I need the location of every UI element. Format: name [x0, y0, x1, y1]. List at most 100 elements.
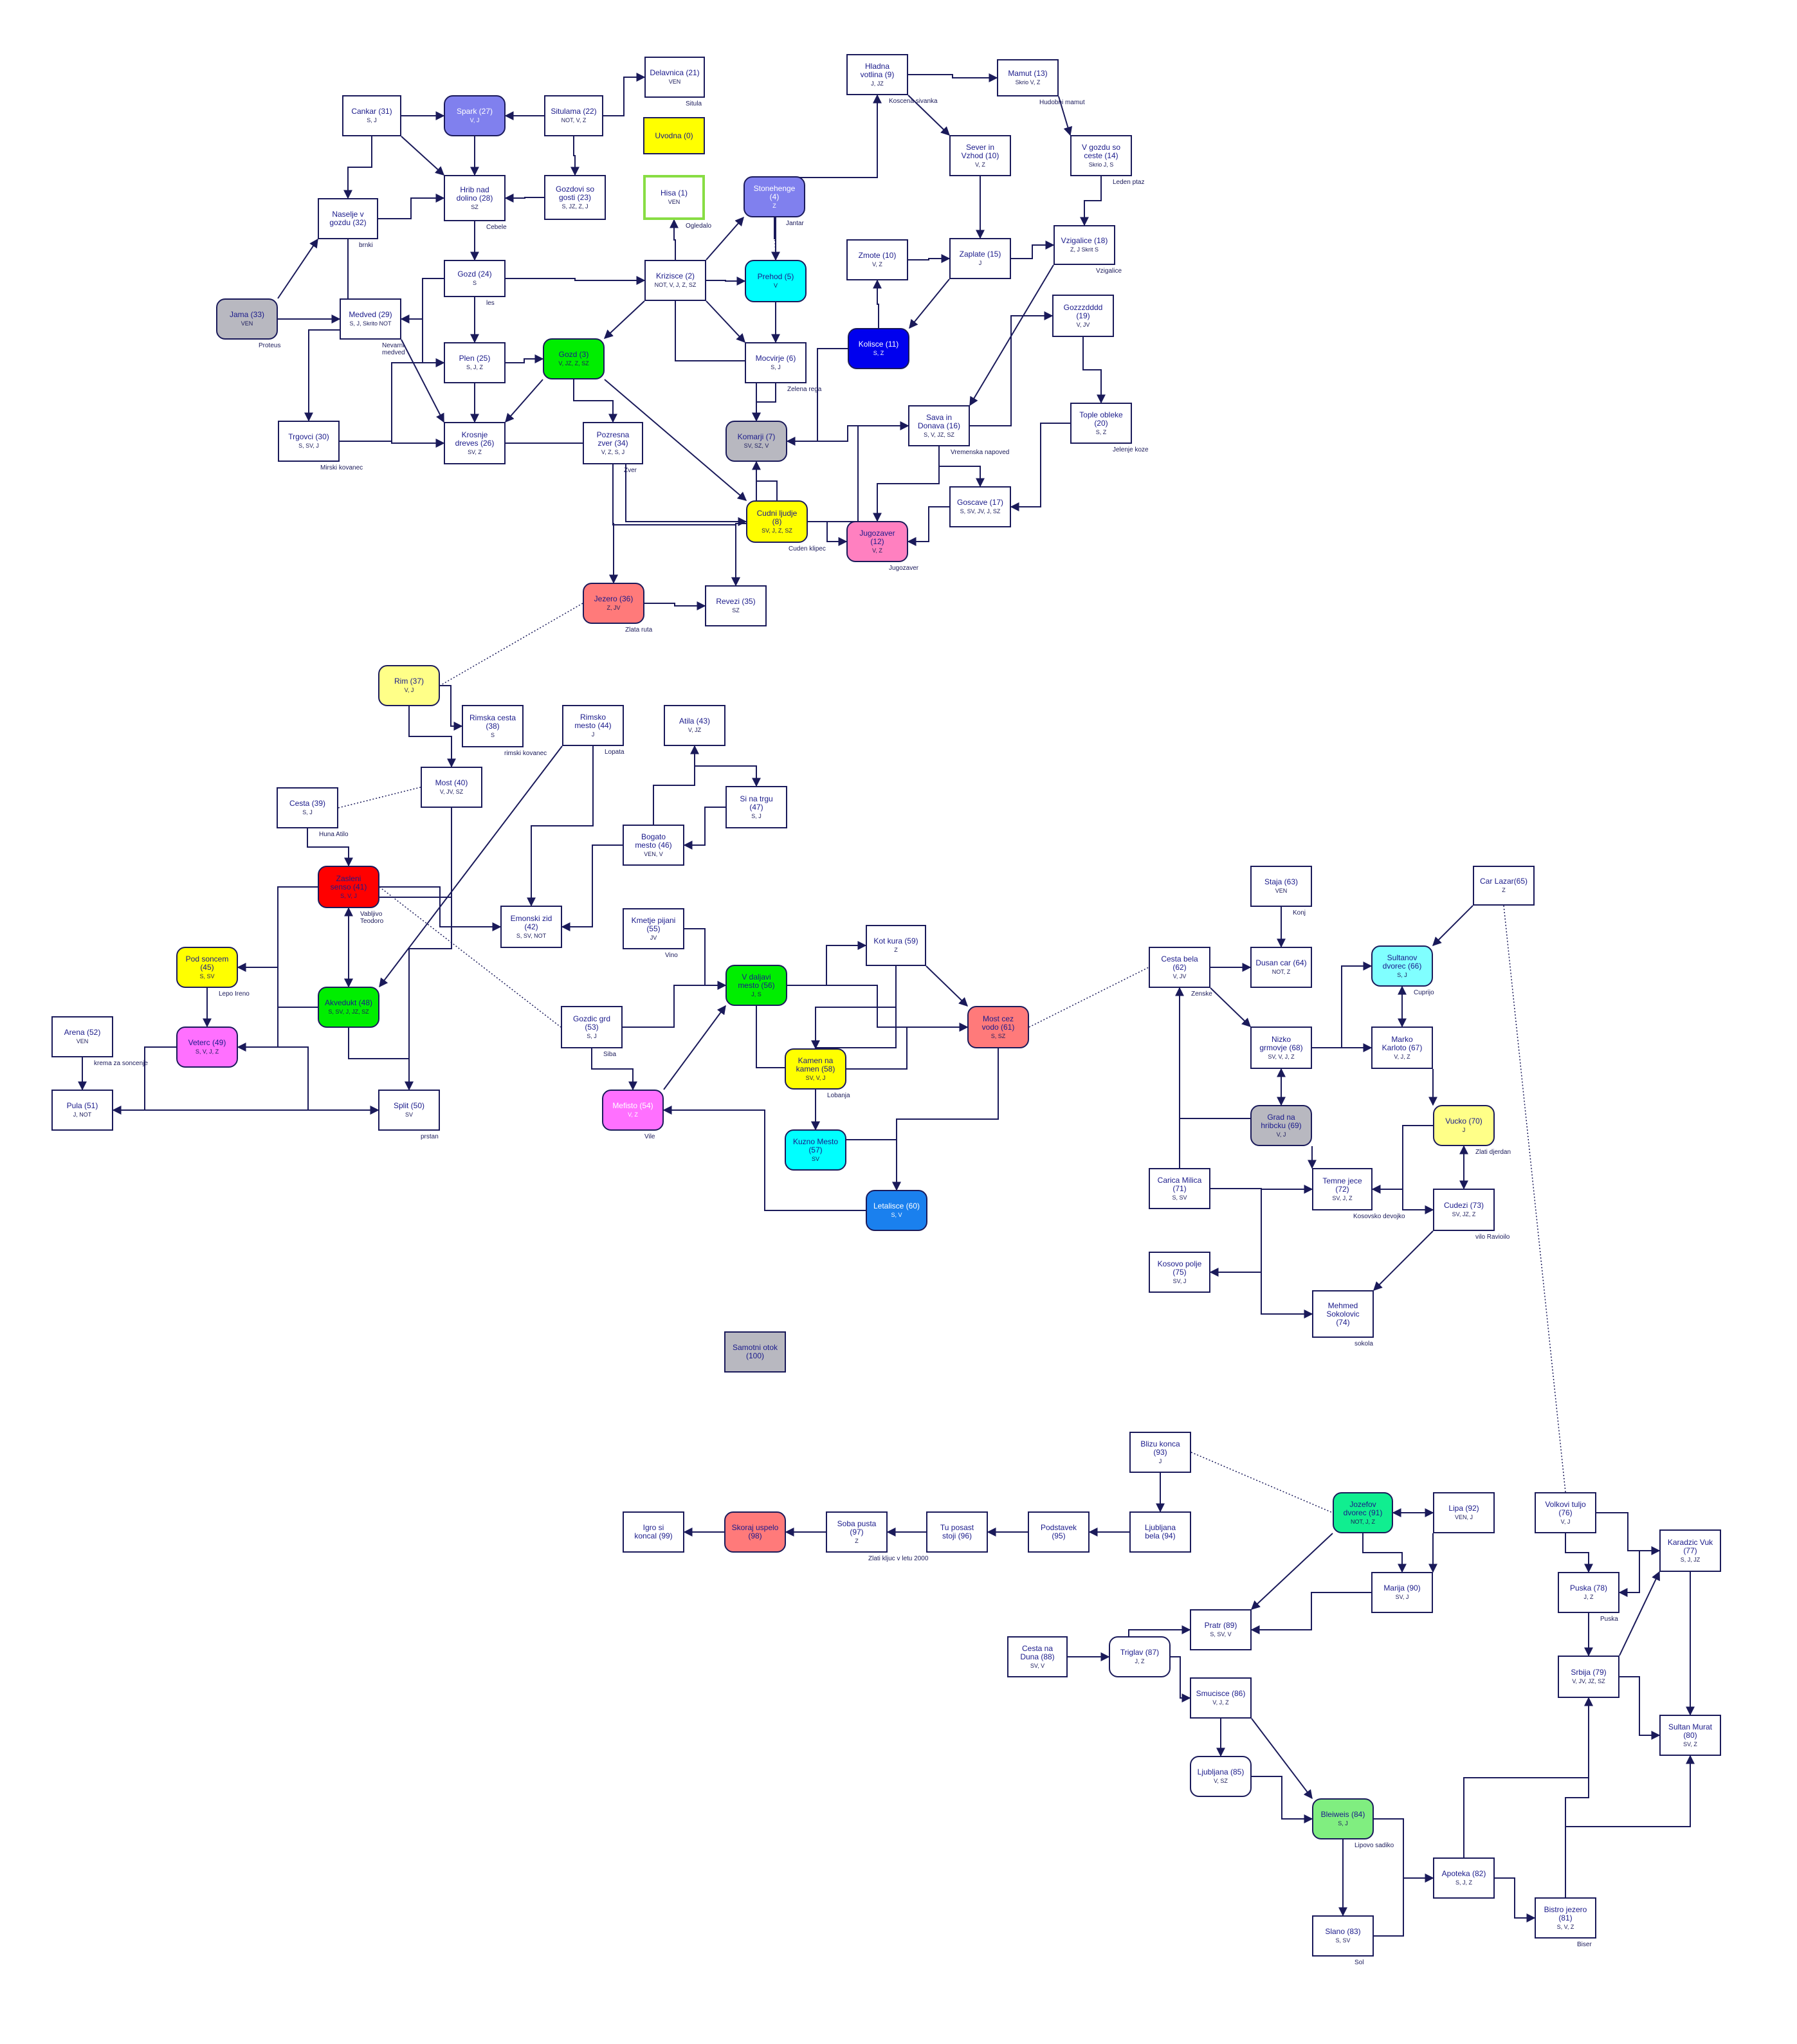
room-zasleni[interactable]: Zasleni senso (41)S, V, J	[318, 866, 379, 908]
room-srbija[interactable]: Srbija (79)V, JV, JZ, SZ	[1558, 1656, 1619, 1698]
room-kosovo[interactable]: Kosovo polje (75)SV, J	[1149, 1252, 1210, 1293]
room-stonehenge[interactable]: Stonehenge (4)Z	[743, 176, 805, 217]
room-dusan[interactable]: Dusan car (64)NOT, Z	[1250, 947, 1312, 988]
room-kuzno[interactable]: Kuzno Mesto (57)SV	[785, 1129, 846, 1171]
room-revezi[interactable]: Revezi (35)SZ	[705, 585, 767, 626]
room-situlama[interactable]: Situlama (22)NOT, V, Z	[544, 95, 603, 136]
room-gozzz[interactable]: Gozzzdddd (19)V, JV	[1052, 295, 1114, 337]
room-triglav[interactable]: Triglav (87)J, Z	[1109, 1636, 1171, 1677]
room-cudni[interactable]: Cudni ljudje (8)SV, J, Z, SZ	[746, 500, 808, 543]
room-jugozaver[interactable]: Jugozaver (12)V, Z	[846, 521, 908, 562]
room-pratr[interactable]: Pratr (89)S, SV, V	[1190, 1609, 1252, 1650]
room-rimskacesta[interactable]: Rimska cesta (38)S	[462, 705, 524, 747]
room-bleiweis[interactable]: Bleiweis (84)S, J	[1312, 1798, 1374, 1839]
room-gradna[interactable]: Grad na hribcku (69)V, J	[1250, 1105, 1312, 1146]
room-staja[interactable]: Staja (63)VEN	[1250, 866, 1312, 907]
room-soba[interactable]: Soba pusta (97)Z	[826, 1511, 888, 1553]
room-mocvirje[interactable]: Mocvirje (6)S, J	[745, 342, 807, 383]
room-vdaljavi[interactable]: V daljavi mesto (56)J, S	[725, 965, 787, 1006]
room-apoteka[interactable]: Apoteka (82)S, J, Z	[1433, 1857, 1495, 1899]
room-hladna[interactable]: Hladna votlina (9)J, JZ	[846, 54, 908, 95]
room-uvodna[interactable]: Uvodna (0)	[643, 117, 705, 154]
room-atila[interactable]: Atila (43)V, JZ	[664, 705, 725, 746]
room-karadzic[interactable]: Karadzic Vuk (77)S, J, JZ	[1659, 1529, 1721, 1572]
room-plen[interactable]: Plen (25)S, J, Z	[444, 342, 506, 383]
room-cankar[interactable]: Cankar (31)S, J	[342, 95, 401, 136]
room-komarji[interactable]: Komarji (7)SV, SZ, V	[725, 421, 787, 462]
room-gozdicgrd[interactable]: Gozdic grd (53)S, J	[561, 1006, 623, 1048]
room-vucko[interactable]: Vucko (70)J	[1433, 1105, 1495, 1146]
room-puska[interactable]: Puska (78)J, Z	[1558, 1572, 1619, 1613]
room-hrib[interactable]: Hrib nad dolino (28)SZ	[444, 175, 506, 221]
room-pula[interactable]: Pula (51)J, NOT	[51, 1090, 113, 1131]
room-skoraj[interactable]: Skoraj uspelo (98)	[724, 1511, 786, 1553]
room-ljubbela[interactable]: Ljubljana bela (94)	[1129, 1511, 1191, 1553]
room-hisa[interactable]: Hisa (1)VEN	[643, 175, 705, 220]
room-prehod[interactable]: Prehod (5)V	[745, 260, 807, 302]
room-goscave[interactable]: Goscave (17)S, SV, JV, J, SZ	[949, 486, 1011, 527]
room-naselje[interactable]: Naselje v gozdu (32)	[318, 198, 378, 239]
room-medved[interactable]: Medved (29)S, J, Skrito NOT	[340, 298, 401, 340]
room-akvedukt[interactable]: Akvedukt (48)S, SV, J, JZ, SZ	[318, 987, 379, 1028]
room-igro[interactable]: Igro si koncal (99)	[623, 1511, 684, 1553]
room-zaplate[interactable]: Zaplate (15)J	[949, 238, 1011, 279]
room-gozd3[interactable]: Gozd (3)V, JZ, Z, SZ	[543, 338, 605, 379]
room-sava[interactable]: Sava in Donava (16)S, V, JZ, SZ	[908, 405, 970, 446]
room-cudezi[interactable]: Cudezi (73)SV, JZ, Z	[1433, 1189, 1495, 1231]
room-vgozdu[interactable]: V gozdu so ceste (14)Skrio J, S	[1070, 135, 1132, 176]
room-kmetje[interactable]: Kmetje pijani (55)JV	[623, 908, 684, 949]
room-mamut[interactable]: Mamut (13)Skrio V, Z	[997, 59, 1059, 96]
room-sultanov[interactable]: Sultanov dvorec (66)S, J	[1371, 945, 1433, 987]
room-bistro[interactable]: Bistro jezero (81)S, V, Z	[1535, 1897, 1596, 1939]
room-rimskomesto[interactable]: Rimsko mesto (44)J	[562, 705, 624, 746]
room-podsoncem[interactable]: Pod soncem (45)S, SV	[176, 947, 238, 988]
room-krizisce[interactable]: Krizisce (2)NOT, V, J, Z, SZ	[644, 260, 706, 301]
room-jama[interactable]: Jama (33)VEN	[216, 298, 278, 340]
room-tuposast[interactable]: Tu posast stoji (96)	[926, 1511, 988, 1553]
room-kotkura[interactable]: Kot kura (59)Z	[866, 925, 926, 966]
room-carica[interactable]: Carica Milica (71)S, SV	[1149, 1168, 1210, 1209]
room-sultanmurat[interactable]: Sultan Murat (80)SV, Z	[1659, 1715, 1721, 1756]
room-pozresna[interactable]: Pozresna zver (34)V, Z, S, J	[583, 422, 643, 464]
room-kolisce[interactable]: Kolisce (11)S, Z	[848, 328, 909, 369]
room-zmote[interactable]: Zmote (10)V, Z	[846, 239, 908, 280]
room-nizko[interactable]: Nizko grmovje (68)SV, V, J, Z	[1250, 1027, 1312, 1069]
room-cestabela[interactable]: Cesta bela (62)V, JV	[1149, 947, 1210, 988]
room-smucisce[interactable]: Smucisce (86)V, J, Z	[1190, 1677, 1252, 1719]
room-bogato[interactable]: Bogato mesto (46)VEN, V	[623, 825, 684, 866]
room-cestanaduna[interactable]: Cesta na Duna (88)SV, V	[1007, 1636, 1068, 1677]
room-marko[interactable]: Marko Karloto (67)V, J, Z	[1371, 1027, 1433, 1069]
room-marija[interactable]: Marija (90)SV, J	[1371, 1572, 1433, 1613]
room-veterc[interactable]: Veterc (49)S, V, J, Z	[176, 1027, 238, 1068]
room-spark[interactable]: Spark (27)V, J	[444, 95, 506, 136]
room-emonski[interactable]: Emonski zid (42)S, SV, NOT	[500, 906, 562, 948]
room-jozefov[interactable]: Jozefov dvorec (91)NOT, J, Z	[1333, 1492, 1393, 1533]
room-jezero[interactable]: Jezero (36)Z, JV	[583, 583, 644, 624]
room-temne[interactable]: Temne jece (72)SV, J, Z	[1312, 1168, 1373, 1210]
room-trgovci[interactable]: Trgovci (30)S, SV, J	[278, 421, 340, 462]
room-split[interactable]: Split (50)SV	[378, 1090, 440, 1131]
room-samotni[interactable]: Samotni otok (100)	[724, 1331, 786, 1373]
room-slano[interactable]: Slano (83)S, SV	[1312, 1915, 1374, 1957]
room-carlazar[interactable]: Car Lazar(65)Z	[1473, 866, 1535, 906]
room-sever[interactable]: Sever in Vzhod (10)V, Z	[949, 135, 1011, 176]
room-gozd24[interactable]: Gozd (24)S	[444, 260, 506, 297]
room-delavnica[interactable]: Delavnica (21)VEN	[644, 57, 705, 98]
room-tople[interactable]: Tople obleke (20)S, Z	[1070, 403, 1132, 444]
room-lipa[interactable]: Lipa (92)VEN, J	[1433, 1492, 1495, 1533]
room-kamen[interactable]: Kamen na kamen (58)SV, V, J	[785, 1048, 846, 1090]
room-gozdovi[interactable]: Gozdovi so gosti (23)S, JZ, Z, J	[544, 175, 606, 220]
room-mehmed[interactable]: Mehmed Sokolovic (74)	[1312, 1290, 1374, 1338]
room-arena[interactable]: Arena (52)VEN	[51, 1016, 113, 1057]
room-mefisto[interactable]: Mefisto (54)V, Z	[602, 1090, 664, 1131]
room-ljubljana85[interactable]: Ljubljana (85)V, SZ	[1190, 1756, 1252, 1797]
room-mostcez[interactable]: Most cez vodo (61)S, SZ	[967, 1006, 1029, 1048]
room-blizu[interactable]: Blizu konca (93)J	[1129, 1432, 1191, 1473]
room-podstavek[interactable]: Podstavek (95)	[1028, 1511, 1090, 1553]
room-volkovi[interactable]: Volkovi tuljo (76)V, J	[1535, 1492, 1596, 1533]
room-krosnje[interactable]: Krosnje dreves (26)SV, Z	[444, 422, 506, 464]
room-vzigalice[interactable]: Vzigalice (18)Z, J Skrit S	[1054, 225, 1115, 265]
room-cesta39[interactable]: Cesta (39)S, J	[277, 787, 338, 828]
room-most40[interactable]: Most (40)V, JV, SZ	[421, 767, 482, 808]
room-letalisce[interactable]: Letalisce (60)S, V	[866, 1190, 927, 1231]
